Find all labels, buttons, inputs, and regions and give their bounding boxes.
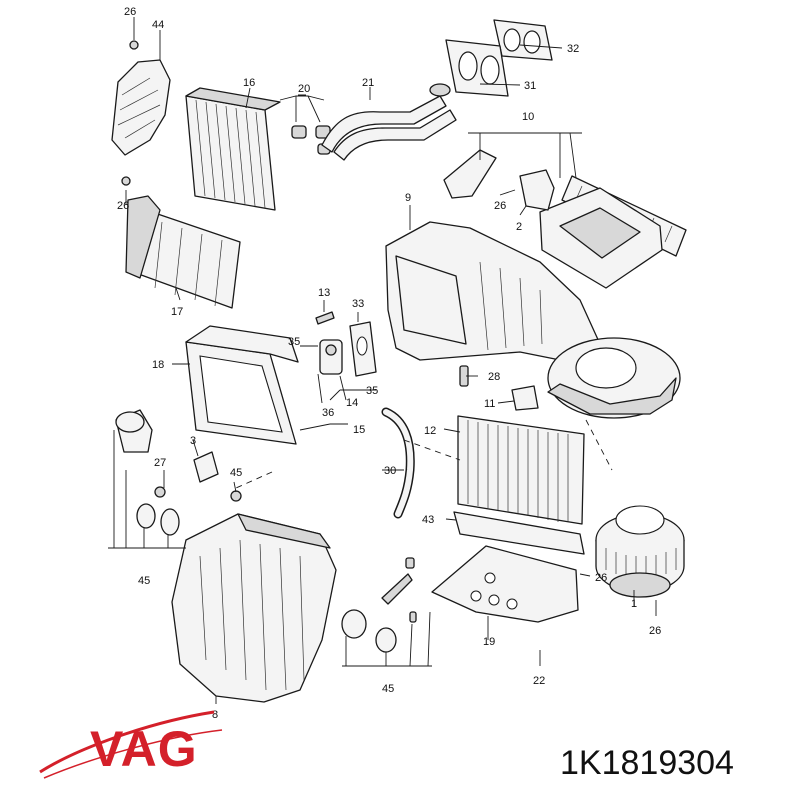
callout-label: 33	[352, 298, 364, 310]
housing-9	[385, 221, 681, 419]
callouts: 26 44 32 31 21 16 20 10 26 9 26 2 17 13 …	[117, 6, 661, 721]
callout-label: 26	[117, 200, 129, 212]
callout-label: 45	[230, 467, 242, 479]
callout-label: 11	[484, 398, 495, 410]
callout-label: 28	[488, 371, 500, 383]
callout-label: 16	[243, 77, 255, 89]
callout-label: 1	[631, 598, 637, 610]
blower-1	[595, 505, 685, 598]
callout-label: 30	[384, 465, 396, 477]
callout-label: 22	[533, 675, 545, 687]
gear-parts-45	[136, 486, 242, 536]
actuator-3	[193, 451, 219, 483]
callout-label: 26	[649, 625, 661, 637]
callout-label: 18	[152, 359, 164, 371]
screw-13	[315, 311, 335, 325]
callout-label: 2	[516, 221, 522, 233]
callout-label: 10	[522, 111, 534, 123]
callout-label: 32	[567, 43, 579, 55]
assembly-lines	[235, 419, 613, 489]
callout-label: 45	[138, 575, 150, 587]
brand-name: VAG	[90, 721, 198, 777]
cover-10	[539, 175, 687, 289]
callout-label: 20	[298, 83, 310, 95]
callout-label: 35	[366, 385, 378, 397]
callout-label: 8	[212, 709, 218, 721]
callout-label: 13	[318, 287, 330, 299]
bracket-small	[443, 149, 497, 199]
callout-label: 26	[124, 6, 136, 18]
callout-label: 14	[346, 397, 358, 409]
leader-lines	[108, 17, 657, 704]
part-number: 1K1819304	[560, 744, 734, 782]
callout-label: 45	[382, 683, 394, 695]
heat-exchanger-16	[185, 87, 281, 211]
callout-label: 15	[353, 424, 365, 436]
pipe-21	[321, 83, 457, 161]
drain-hose-30	[381, 407, 415, 519]
clip-11	[511, 385, 539, 411]
callout-label: 27	[154, 457, 166, 469]
callout-label: 12	[424, 425, 436, 437]
brand-logo: VAG	[39, 710, 223, 779]
actuator-2	[519, 169, 555, 211]
callout-label: 19	[483, 636, 495, 648]
motor-left	[115, 409, 153, 453]
callout-label: 17	[171, 306, 183, 318]
plate-19	[431, 545, 579, 623]
callout-label: 31	[524, 80, 536, 92]
callout-label: 21	[362, 77, 374, 89]
callout-label: 44	[152, 19, 164, 31]
lower-housing-8	[171, 513, 337, 703]
callout-label: 36	[322, 407, 334, 419]
gaskets-31-32	[445, 19, 553, 97]
heater-core-18	[185, 325, 299, 445]
evaporator-17	[121, 176, 241, 309]
callout-label: 3	[190, 435, 196, 447]
callout-label: 9	[405, 192, 411, 204]
bracket-44	[111, 40, 171, 156]
retainer-43	[453, 511, 585, 555]
gear-parts-45-lower	[341, 557, 417, 653]
expansion-valve-14	[319, 339, 343, 375]
callout-label: 26	[494, 200, 506, 212]
filter-12	[457, 415, 585, 525]
callout-label: 35	[288, 336, 300, 348]
valve-33	[349, 321, 377, 377]
callout-label: 43	[422, 514, 434, 526]
callout-label: 26	[595, 572, 607, 584]
